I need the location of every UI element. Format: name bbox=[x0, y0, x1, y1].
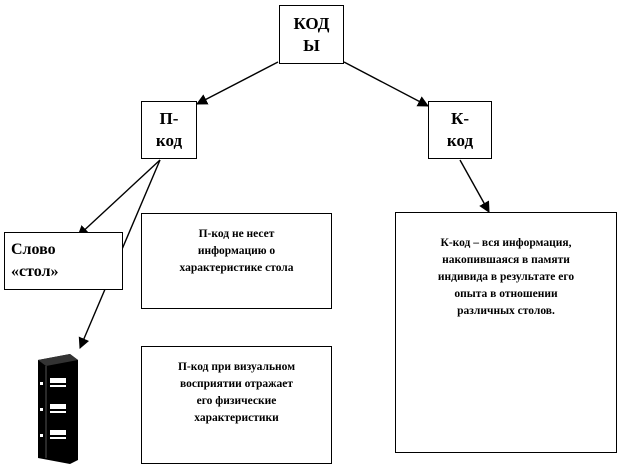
node-k-code: К- код bbox=[428, 101, 492, 159]
node-word-table-label: Слово «стол» bbox=[11, 241, 59, 280]
arrow-k-to-desc bbox=[459, 159, 490, 213]
arrow-root-to-p bbox=[196, 61, 279, 105]
filing-cabinet-icon bbox=[38, 354, 78, 464]
node-p-code-label: П- код bbox=[155, 109, 183, 150]
arrow-root-to-k bbox=[343, 61, 429, 107]
node-p-desc-1: П-код не несет информацию о характеристи… bbox=[141, 213, 332, 309]
node-p-desc-2-label: П-код при визуальном восприятии отражает… bbox=[177, 361, 296, 424]
node-word-table: Слово «стол» bbox=[4, 232, 123, 290]
node-codes-root: КОД Ы bbox=[279, 5, 344, 64]
node-codes-root-label: КОД Ы bbox=[293, 13, 330, 55]
node-k-desc-label: К-код – вся информация, накопившаяся в п… bbox=[437, 237, 575, 317]
arrow-p-to-word bbox=[77, 159, 161, 237]
node-k-desc: К-код – вся информация, накопившаяся в п… bbox=[395, 212, 617, 453]
node-p-desc-1-label: П-код не несет информацию о характеристи… bbox=[179, 228, 294, 274]
node-p-code: П- код bbox=[141, 101, 197, 159]
node-k-code-label: К- код bbox=[446, 109, 474, 150]
node-p-desc-2: П-код при визуальном восприятии отражает… bbox=[141, 346, 332, 464]
